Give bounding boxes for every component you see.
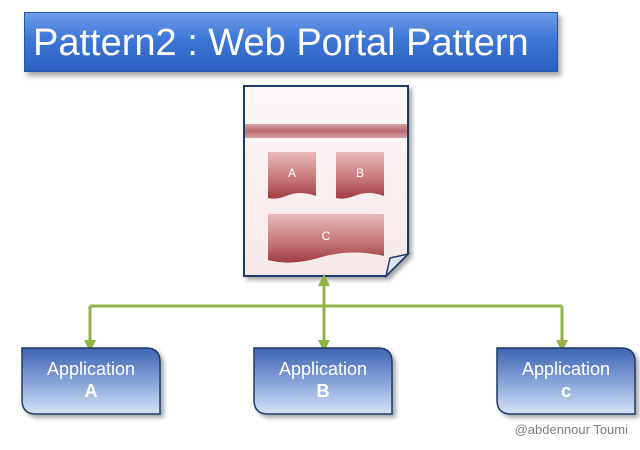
application-c-line2: c [560, 381, 571, 401]
portlet-b-label: B [356, 166, 364, 180]
application-a-label: Application A [22, 358, 160, 402]
application-a-line1: Application [46, 359, 136, 379]
portlet-c: C [268, 214, 384, 263]
application-b-line1: Application [278, 359, 368, 379]
application-b-line2: B [316, 381, 330, 401]
portlet-b: B [336, 152, 384, 199]
title-banner: Pattern2 : Web Portal Pattern [24, 12, 558, 72]
portlet-a: A [268, 152, 316, 199]
author-credit: @abdennour Toumi [514, 422, 628, 437]
application-a-box [21, 347, 161, 415]
diagram-title: Pattern2 : Web Portal Pattern [33, 22, 529, 64]
connector-lines [84, 274, 568, 352]
application-b-box [253, 347, 393, 415]
application-c-line1: Application [521, 359, 611, 379]
portlet-c-label: C [322, 229, 331, 243]
application-c-box [496, 347, 636, 415]
application-c-label: Application c [497, 358, 635, 402]
application-b-label: Application B [254, 358, 392, 402]
application-a-line2: A [84, 381, 98, 401]
portlet-a-label: A [288, 166, 296, 180]
portal-header-band [245, 124, 407, 138]
